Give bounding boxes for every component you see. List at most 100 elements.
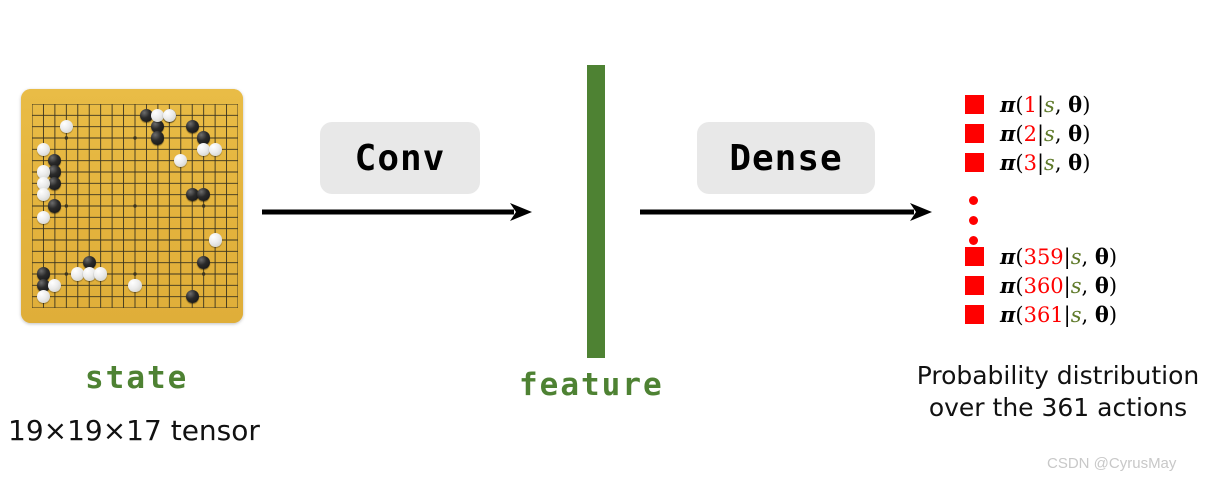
go-stone-black xyxy=(48,199,62,213)
probability-row: π(1|s, θ) xyxy=(965,92,1090,117)
feature-label: feature xyxy=(519,367,664,403)
formula-comma: , xyxy=(1081,303,1095,327)
formula-close-paren: ) xyxy=(1082,93,1091,117)
go-stone-white xyxy=(151,108,165,122)
go-board xyxy=(21,89,243,323)
formula-pi-symbol: π xyxy=(1000,150,1016,175)
go-stone-white xyxy=(94,267,108,281)
formula-conditional-bar: | xyxy=(1036,151,1045,175)
formula-theta-symbol: θ xyxy=(1068,121,1083,146)
arrow-feature-to-probabilities xyxy=(640,203,932,221)
formula-close-paren: ) xyxy=(1082,151,1091,175)
tensor-shape-label: 19×19×17 tensor xyxy=(8,414,260,447)
formula-state-symbol: s xyxy=(1044,93,1055,117)
go-stone-white xyxy=(128,278,142,292)
vertical-ellipsis-icon xyxy=(969,196,978,256)
go-stone-black xyxy=(151,131,165,145)
probability-row: π(359|s, θ) xyxy=(965,244,1117,269)
probability-color-swatch xyxy=(965,124,984,143)
formula-action-index: 361 xyxy=(1023,303,1064,327)
go-stone-white xyxy=(36,142,51,156)
formula-theta-symbol: θ xyxy=(1094,273,1109,298)
go-stone-black xyxy=(48,176,62,190)
formula-action-index: 359 xyxy=(1023,245,1064,269)
go-stone-white xyxy=(36,188,51,202)
probability-row: π(361|s, θ) xyxy=(965,302,1117,327)
state-label: state xyxy=(85,360,189,396)
formula-pi-symbol: π xyxy=(1000,302,1016,327)
formula-conditional-bar: | xyxy=(1063,274,1071,298)
formula-state-symbol: s xyxy=(1070,274,1082,298)
formula-close-paren: ) xyxy=(1108,303,1118,327)
formula-state-symbol: s xyxy=(1044,151,1055,175)
formula-comma: , xyxy=(1054,93,1069,117)
formula-comma: , xyxy=(1081,274,1095,298)
go-stone-black xyxy=(197,188,211,202)
formula-comma: , xyxy=(1054,151,1069,175)
go-stone-black xyxy=(48,165,62,179)
dense-layer-label: Dense xyxy=(729,137,843,179)
probability-formula: π(1|s, θ) xyxy=(1000,92,1090,117)
go-stone-white xyxy=(71,267,85,281)
formula-open-paren: ( xyxy=(1015,274,1024,298)
ellipsis-dot xyxy=(969,196,978,205)
formula-action-index: 1 xyxy=(1023,93,1037,117)
probability-caption: Probability distribution over the 361 ac… xyxy=(900,360,1216,424)
formula-close-paren: ) xyxy=(1082,122,1091,146)
watermark-label: CSDN @CyrusMay xyxy=(1047,455,1177,472)
formula-action-index: 3 xyxy=(1023,151,1037,175)
formula-conditional-bar: | xyxy=(1036,93,1045,117)
go-stone-black xyxy=(36,267,51,281)
probability-formula: π(359|s, θ) xyxy=(1000,244,1117,269)
formula-comma: , xyxy=(1054,122,1069,146)
go-stone-white xyxy=(208,233,222,247)
probability-caption-line1: Probability distribution xyxy=(916,361,1200,390)
go-stone-black xyxy=(48,154,62,168)
formula-open-paren: ( xyxy=(1015,303,1024,327)
go-stone-white xyxy=(36,165,51,179)
go-stone-black xyxy=(185,188,199,202)
formula-conditional-bar: | xyxy=(1036,122,1045,146)
formula-pi-symbol: π xyxy=(1000,92,1016,117)
go-stone-black xyxy=(185,120,199,134)
formula-open-paren: ( xyxy=(1015,93,1024,117)
go-stone-black xyxy=(151,120,165,134)
probability-row: π(3|s, θ) xyxy=(965,150,1090,175)
go-stone-white xyxy=(48,278,62,292)
go-stone-black xyxy=(197,256,211,270)
formula-action-index: 360 xyxy=(1023,274,1064,298)
conv-layer-label: Conv xyxy=(354,137,446,179)
probability-formula: π(3|s, θ) xyxy=(1000,150,1090,175)
conv-layer-box[interactable]: Conv xyxy=(320,122,480,194)
feature-vector-bar xyxy=(587,65,605,358)
formula-theta-symbol: θ xyxy=(1068,150,1083,175)
formula-conditional-bar: | xyxy=(1063,245,1071,269)
formula-pi-symbol: π xyxy=(1000,121,1016,146)
formula-conditional-bar: | xyxy=(1063,303,1071,327)
go-stone-white xyxy=(197,142,211,156)
formula-open-paren: ( xyxy=(1015,122,1024,146)
go-stone-white xyxy=(174,154,188,168)
go-stone-black xyxy=(185,290,199,304)
go-stone-white xyxy=(36,290,51,304)
probability-color-swatch xyxy=(965,153,984,172)
probability-color-swatch xyxy=(965,305,984,324)
dense-layer-box[interactable]: Dense xyxy=(697,122,875,194)
go-stone-black xyxy=(82,256,96,270)
ellipsis-dot xyxy=(969,216,978,225)
go-stone-white xyxy=(162,108,176,122)
probability-row: π(2|s, θ) xyxy=(965,121,1090,146)
go-stone-white xyxy=(36,210,51,224)
go-stone-white xyxy=(59,120,73,134)
formula-state-symbol: s xyxy=(1044,122,1055,146)
formula-open-paren: ( xyxy=(1015,245,1024,269)
probability-color-swatch xyxy=(965,95,984,114)
go-stone-black xyxy=(139,108,154,122)
formula-state-symbol: s xyxy=(1070,245,1082,269)
formula-pi-symbol: π xyxy=(1000,273,1016,298)
probability-formula: π(2|s, θ) xyxy=(1000,121,1090,146)
probability-caption-line2: over the 361 actions xyxy=(928,393,1188,422)
probability-formula: π(361|s, θ) xyxy=(1000,302,1117,327)
formula-comma: , xyxy=(1081,245,1095,269)
